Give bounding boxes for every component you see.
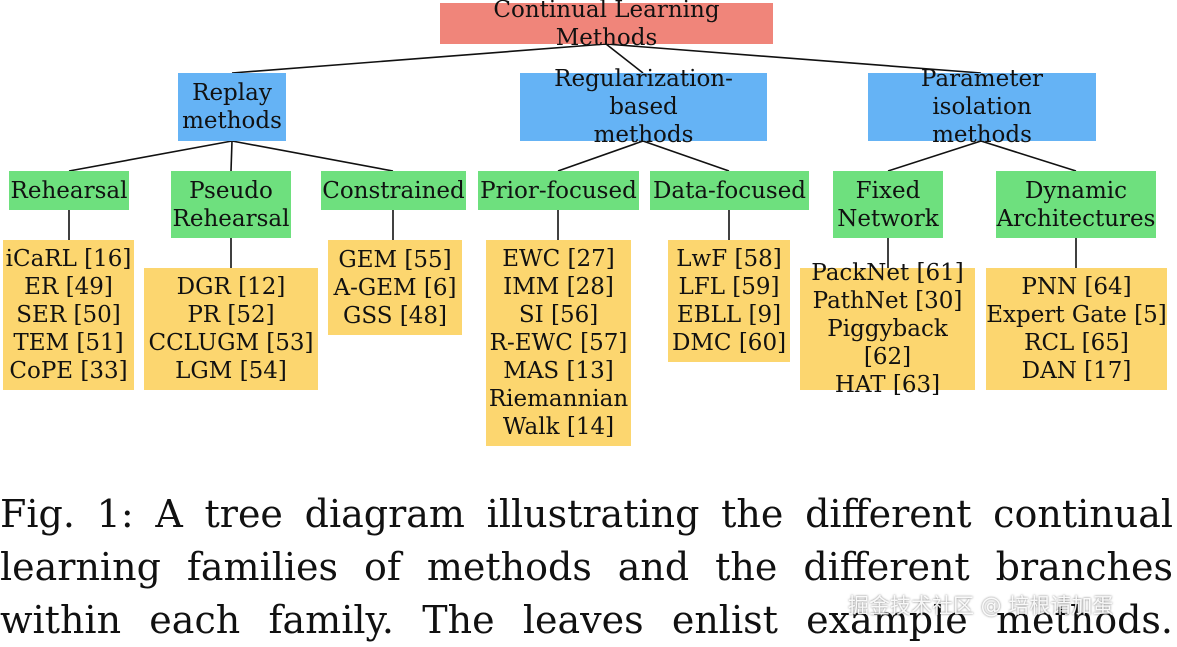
leaf-item: SI [56] bbox=[518, 302, 599, 328]
leaf-item: DMC [60] bbox=[671, 330, 787, 356]
edge-reg-data bbox=[642, 140, 730, 172]
subcategory-dynamic-architectures: Dynamic Architectures bbox=[996, 171, 1156, 238]
subcategory-prior-focused: Prior-focused bbox=[478, 171, 639, 210]
leaf-item: Riemannian bbox=[488, 386, 629, 412]
leaf-item: A-GEM [6] bbox=[333, 274, 457, 301]
leaf-item: SER [50] bbox=[16, 302, 121, 328]
leaf-item: DGR [12] bbox=[176, 274, 286, 300]
leaf-item: PR [52] bbox=[187, 302, 275, 328]
leaf-item: PNN [64] bbox=[1021, 274, 1132, 300]
leaf-item: MAS [13] bbox=[503, 358, 614, 384]
subcategory-fixed-network: Fixed Network bbox=[833, 171, 943, 238]
leaf-item: DAN [17] bbox=[1021, 358, 1132, 384]
subcategory-data-focused: Data-focused bbox=[650, 171, 809, 210]
leaf-item: GEM [55] bbox=[338, 246, 452, 273]
edge-root-reg bbox=[605, 43, 644, 74]
caption-line: Fig. 1: A tree diagram illustrating the … bbox=[0, 492, 1173, 536]
leaf-item: LwF [58] bbox=[676, 246, 782, 272]
leaf-item: R-EWC [57] bbox=[489, 330, 628, 356]
leaf-item: iCaRL [16] bbox=[5, 246, 132, 272]
leaf-dynamic-architectures-methods: PNN [64] Expert Gate [5] RCL [65] DAN [1… bbox=[986, 268, 1167, 390]
leaf-item: CCLUGM [53] bbox=[148, 330, 314, 356]
leaf-item: PathNet [30] bbox=[812, 288, 963, 314]
leaf-item: RCL [65] bbox=[1024, 330, 1129, 356]
root-node: Continual Learning Methods bbox=[440, 0, 773, 51]
leaf-item: HAT [63] bbox=[834, 372, 941, 398]
subcategory-constrained: Constrained bbox=[321, 171, 466, 210]
edge-replay-constrained bbox=[231, 140, 394, 172]
leaf-item: EBLL [9] bbox=[676, 302, 782, 328]
subcategory-rehearsal: Rehearsal bbox=[9, 171, 129, 210]
caption-line: within each family. The leaves enlist ex… bbox=[0, 598, 1173, 642]
edge-replay-pseudo bbox=[230, 140, 233, 172]
leaf-item: Piggyback [62] bbox=[827, 316, 948, 370]
category-replay-methods: Replay methods bbox=[178, 73, 286, 141]
leaf-data-focused-methods: LwF [58] LFL [59] EBLL [9] DMC [60] bbox=[668, 240, 790, 362]
category-regularization-based-methods: Regularization-based methods bbox=[520, 66, 767, 148]
leaf-item: EWC [27] bbox=[502, 246, 615, 272]
leaf-pseudo-rehearsal-methods: DGR [12] PR [52] CCLUGM [53] LGM [54] bbox=[144, 268, 318, 390]
leaf-item: GSS [48] bbox=[342, 302, 447, 329]
leaf-rehearsal-methods: iCaRL [16] ER [49] SER [50] TEM [51] CoP… bbox=[3, 240, 134, 390]
edge-root-param bbox=[605, 43, 982, 74]
leaf-item: PackNet [61] bbox=[811, 260, 964, 286]
category-parameter-isolation-methods: Parameter isolation methods bbox=[868, 66, 1096, 148]
leaf-item: Expert Gate [5] bbox=[986, 302, 1167, 328]
leaf-item: Walk [14] bbox=[502, 414, 615, 440]
edge-param-fixed bbox=[887, 140, 982, 172]
leaf-constrained-methods: GEM [55] A-GEM [6] GSS [48] bbox=[328, 240, 462, 335]
edge-replay-rehearsal bbox=[68, 140, 233, 172]
edge-reg-prior bbox=[557, 140, 644, 172]
leaf-item: ER [49] bbox=[24, 274, 113, 300]
subcategory-pseudo-rehearsal: Pseudo Rehearsal bbox=[171, 171, 291, 238]
leaf-item: TEM [51] bbox=[13, 330, 124, 356]
leaf-item: LFL [59] bbox=[678, 274, 780, 300]
leaf-item: LGM [54] bbox=[175, 358, 287, 384]
caption-line: learning families of methods and the dif… bbox=[0, 545, 1173, 589]
edge-root-replay bbox=[231, 43, 607, 74]
edge-param-dynamic bbox=[980, 140, 1077, 172]
leaf-item: CoPE [33] bbox=[9, 358, 128, 384]
leaf-fixed-network-methods: PackNet [61] PathNet [30] Piggyback [62]… bbox=[800, 260, 975, 398]
leaf-prior-focused-methods: EWC [27] IMM [28] SI [56] R-EWC [57] MAS… bbox=[486, 240, 631, 446]
figure-caption: Fig. 1: A tree diagram illustrating the … bbox=[0, 488, 1173, 647]
watermark-text: 掘金技术社区 @ 培根请加蛋 bbox=[848, 594, 1114, 618]
leaf-item: IMM [28] bbox=[503, 274, 614, 300]
